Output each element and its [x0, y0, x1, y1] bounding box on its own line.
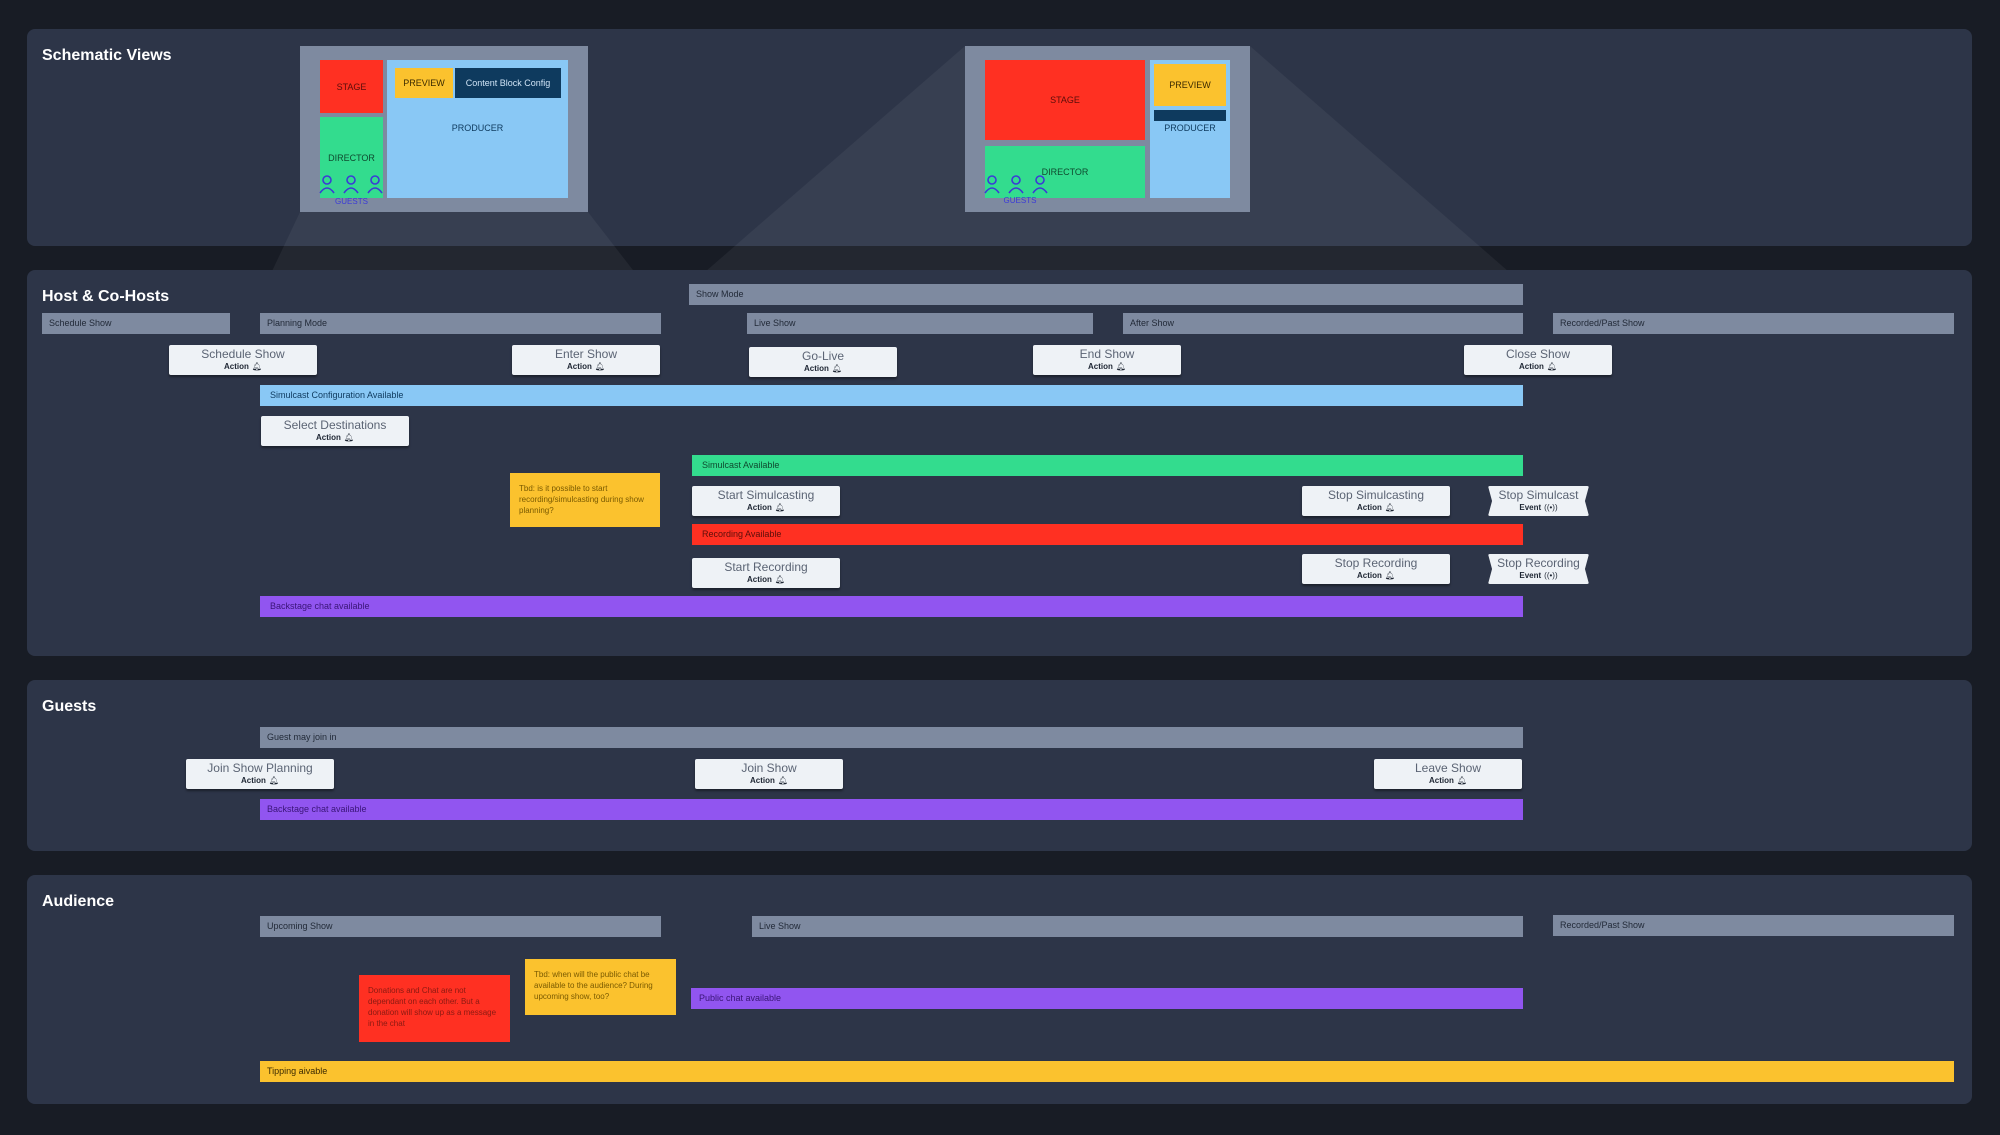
start-recording-card[interactable]: Start Recording Action🔔︎ [692, 558, 840, 588]
card-title: Close Show [1505, 347, 1571, 361]
public-chat-bar: Public chat available [691, 988, 1523, 1009]
card-title: End Show [1079, 347, 1135, 361]
card-title: Leave Show [1414, 761, 1482, 775]
stage-box: STAGE [985, 60, 1145, 140]
card-title: Select Destinations [283, 418, 387, 432]
panel-title: Guests [42, 698, 97, 715]
bell-icon: 🔔︎ [831, 364, 843, 373]
phase-live-show: Live Show [752, 916, 1523, 937]
bell-icon: 🔔︎ [1546, 362, 1558, 371]
donations-note: Donations and Chat are not dependant on … [359, 975, 510, 1042]
phase-live-show: Live Show [747, 313, 1093, 334]
preview-box: PREVIEW [1154, 64, 1226, 106]
card-title: Stop Recording [1497, 556, 1580, 570]
panel-title: Audience [42, 893, 115, 910]
stop-recording-card[interactable]: Stop Recording Action🔔︎ [1302, 554, 1450, 584]
start-simulcasting-card[interactable]: Start Simulcasting Action🔔︎ [692, 486, 840, 516]
stop-simulcast-event-card[interactable]: Stop Simulcast Event((•)) [1488, 486, 1589, 516]
backstage-chat-bar: Backstage chat available [260, 596, 1523, 617]
join-show-card[interactable]: Join Show Action🔔︎ [695, 759, 843, 789]
card-title: Stop Recording [1334, 556, 1418, 570]
card-type: Action [566, 362, 592, 371]
guests-label: GUESTS [1003, 196, 1037, 205]
leave-show-card[interactable]: Leave Show Action🔔︎ [1374, 759, 1522, 789]
card-type: Action [749, 776, 775, 785]
card-title: Start Simulcasting [717, 488, 815, 502]
stop-recording-event-card[interactable]: Stop Recording Event((•)) [1488, 554, 1589, 584]
tbd-public-chat-note: Tbd: when will the public chat be availa… [525, 959, 676, 1015]
card-type: Action [240, 776, 266, 785]
card-type: Action [803, 364, 829, 373]
bell-icon: 🔔︎ [1384, 503, 1396, 512]
content-block-config-box: Content Block Config [455, 68, 561, 98]
go-live-card[interactable]: Go-Live Action🔔︎ [749, 347, 897, 377]
simulcast-available-bar: Simulcast Available [692, 455, 1523, 476]
card-title: Go-Live [801, 349, 845, 363]
simulcast-configuration-bar: Simulcast Configuration Available [260, 385, 1523, 406]
recording-available-bar: Recording Available [692, 524, 1523, 545]
panel-title: Schematic Views [42, 47, 172, 64]
guests-panel: Guests [27, 680, 1972, 851]
card-type: Action [315, 433, 341, 442]
bell-icon: 🔔︎ [774, 503, 786, 512]
card-type: Action [1087, 362, 1113, 371]
card-type: Action [1356, 571, 1382, 580]
end-show-card[interactable]: End Show Action🔔︎ [1033, 345, 1181, 375]
bell-icon: 🔔︎ [1456, 776, 1468, 785]
card-type: Action [746, 575, 772, 584]
schematic-view-1: STAGE DIRECTOR PRODUCER PREVIEW Content … [300, 46, 588, 212]
close-show-card[interactable]: Close Show Action🔔︎ [1464, 345, 1612, 375]
bell-icon: 🔔︎ [774, 575, 786, 584]
bell-icon: 🔔︎ [1115, 362, 1127, 371]
guests-label: GUESTS [335, 197, 368, 206]
card-title: Join Show [741, 761, 797, 775]
guests-icon [319, 175, 383, 194]
tipping-bar: Tipping aivable [260, 1061, 1954, 1082]
phase-recorded-past-show: Recorded/Past Show [1553, 313, 1954, 334]
bell-icon: 🔔︎ [1384, 571, 1396, 580]
card-type: Action [223, 362, 249, 371]
card-title: Stop Simulcast [1498, 488, 1579, 502]
card-type: Action [1428, 776, 1454, 785]
stop-simulcasting-card[interactable]: Stop Simulcasting Action🔔︎ [1302, 486, 1450, 516]
stage-box: STAGE [320, 60, 383, 113]
card-title: Schedule Show [201, 347, 285, 361]
schedule-show-card[interactable]: Schedule Show Action🔔︎ [169, 345, 317, 375]
phase-after-show: After Show [1123, 313, 1523, 334]
select-destinations-card[interactable]: Select Destinations Action🔔︎ [261, 416, 409, 446]
join-show-planning-card[interactable]: Join Show Planning Action🔔︎ [186, 759, 334, 789]
panel-title: Host & Co-Hosts [42, 288, 170, 305]
bell-icon: 🔔︎ [594, 362, 606, 371]
bell-icon: 🔔︎ [343, 433, 355, 442]
card-type: Action [1356, 503, 1382, 512]
card-type: Action [1518, 362, 1544, 371]
card-type: Event [1519, 571, 1542, 580]
card-type: Event [1519, 503, 1542, 512]
broadcast-icon: ((•)) [1544, 503, 1558, 512]
guests-icon [984, 175, 1048, 194]
backstage-chat-bar: Backstage chat available [260, 799, 1523, 820]
producer-label: PRODUCER [1164, 123, 1216, 133]
bell-icon: 🔔︎ [777, 776, 789, 785]
schematic-view-2: STAGE DIRECTOR PREVIEW PRODUCER GUESTS [965, 46, 1250, 212]
phase-guest-may-join: Guest may join in [260, 727, 1523, 748]
card-type: Action [746, 503, 772, 512]
card-title: Join Show Planning [207, 761, 313, 775]
bell-icon: 🔔︎ [268, 776, 280, 785]
bell-icon: 🔔︎ [251, 362, 263, 371]
tbd-recording-note: Tbd: is it possible to start recording/s… [510, 473, 660, 527]
phase-recorded-past-show: Recorded/Past Show [1553, 915, 1954, 936]
enter-show-card[interactable]: Enter Show Action🔔︎ [512, 345, 660, 375]
card-title: Stop Simulcasting [1327, 488, 1425, 502]
phase-schedule-show: Schedule Show [42, 313, 230, 334]
producer-label: PRODUCER [451, 123, 504, 133]
phase-show-mode: Show Mode [689, 284, 1523, 305]
card-title: Enter Show [554, 347, 618, 361]
preview-box: PREVIEW [395, 68, 453, 98]
card-title: Start Recording [724, 560, 808, 574]
producer-dark-strip [1154, 110, 1226, 121]
phase-upcoming-show: Upcoming Show [260, 916, 661, 937]
phase-planning-mode: Planning Mode [260, 313, 661, 334]
broadcast-icon: ((•)) [1544, 571, 1558, 580]
